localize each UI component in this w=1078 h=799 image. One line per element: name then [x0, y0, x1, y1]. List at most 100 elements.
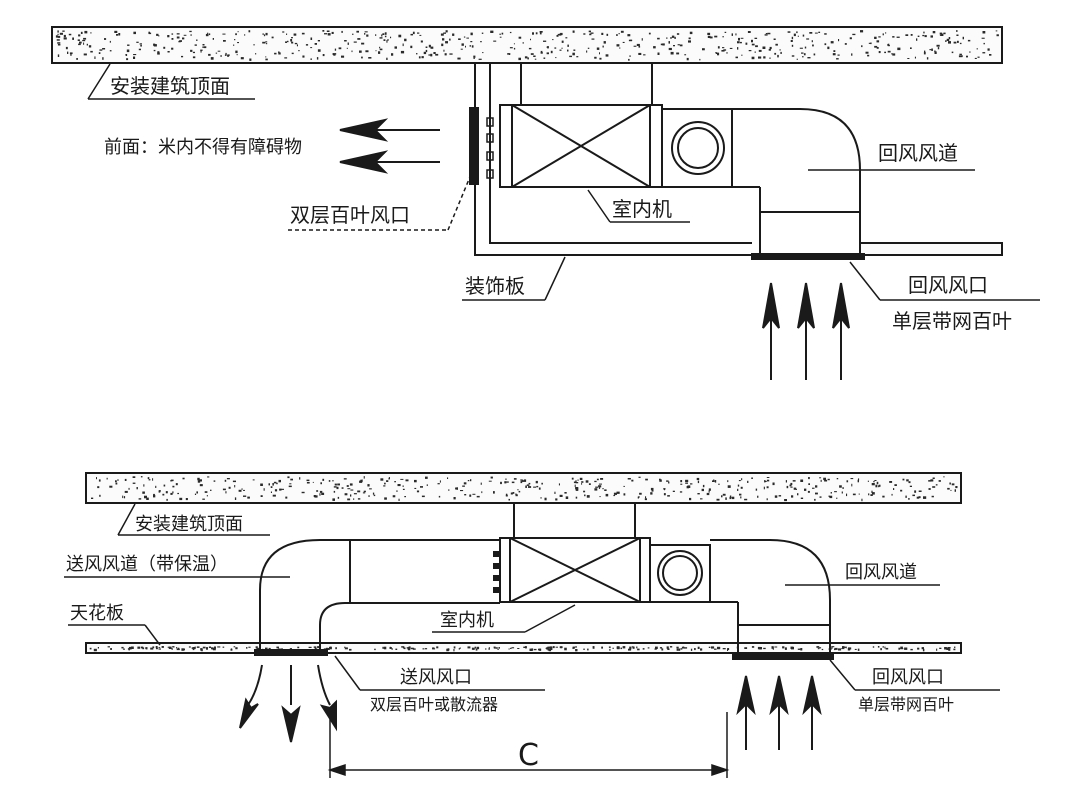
speckle-dot — [143, 484, 145, 487]
speckle-dot — [921, 647, 924, 650]
speckle-dot — [791, 495, 794, 498]
speckle-dot — [190, 34, 192, 36]
speckle-dot — [589, 33, 592, 36]
bottom-ceiling-label: 安装建筑顶面 — [135, 514, 243, 535]
speckle-dot — [824, 33, 827, 35]
speckle-dot — [158, 648, 161, 650]
speckle-dot — [96, 477, 97, 480]
speckle-dot — [817, 648, 820, 650]
speckle-dot — [363, 476, 365, 479]
speckle-dot — [887, 43, 890, 46]
speckle-dot — [268, 483, 270, 486]
speckle-dot — [707, 32, 711, 35]
speckle-dot — [263, 488, 265, 491]
speckle-dot — [320, 482, 322, 485]
speckle-dot — [156, 33, 159, 36]
bottom-return-arrows — [736, 675, 822, 750]
speckle-dot — [802, 56, 804, 58]
speckle-dot — [917, 35, 920, 37]
speckle-dot — [757, 495, 759, 498]
speckle-dot — [778, 495, 782, 497]
speckle-dot — [555, 498, 558, 501]
speckle-dot — [204, 491, 208, 493]
speckle-dot — [543, 40, 547, 42]
speckle-dot — [400, 478, 404, 480]
speckle-dot — [522, 42, 524, 44]
top-supply-outlet-leader — [288, 171, 473, 231]
speckle-dot — [627, 478, 631, 480]
speckle-dot — [351, 50, 353, 53]
speckle-dot — [724, 31, 727, 33]
speckle-dot — [316, 57, 319, 60]
speckle-dot — [208, 646, 211, 648]
speckle-dot — [394, 481, 396, 483]
speckle-dot — [955, 486, 958, 489]
speckle-dot — [897, 47, 901, 51]
speckle-dot — [908, 481, 911, 484]
speckle-dot — [561, 40, 564, 43]
speckle-dot — [386, 480, 389, 482]
speckle-dot — [237, 42, 239, 44]
speckle-dot — [804, 46, 807, 49]
speckle-dot — [310, 37, 313, 40]
speckle-dot — [982, 52, 986, 54]
speckle-dot — [799, 47, 803, 49]
speckle-dot — [676, 33, 680, 35]
speckle-dot — [510, 492, 513, 495]
speckle-dot — [697, 480, 700, 484]
speckle-dot — [197, 480, 201, 483]
speckle-dot — [153, 493, 155, 497]
speckle-dot — [353, 498, 355, 500]
speckle-dot — [837, 54, 840, 56]
speckle-dot — [538, 487, 541, 490]
speckle-dot — [631, 646, 634, 648]
speckle-dot — [790, 482, 793, 486]
speckle-dot — [148, 31, 150, 34]
speckle-dot — [830, 492, 832, 494]
speckle-dot — [148, 479, 151, 481]
speckle-dot — [493, 491, 495, 494]
speckle-dot — [438, 495, 441, 498]
speckle-dot — [910, 47, 912, 49]
speckle-dot — [594, 480, 597, 483]
speckle-dot — [389, 647, 392, 649]
speckle-dot — [876, 40, 880, 43]
speckle-dot — [947, 487, 950, 490]
speckle-dot — [828, 495, 830, 497]
top-decor-panel — [474, 63, 752, 256]
speckle-dot — [272, 483, 274, 486]
speckle-dot — [299, 477, 301, 480]
speckle-dot — [336, 486, 339, 490]
speckle-dot — [766, 486, 769, 489]
speckle-dot — [722, 47, 725, 49]
speckle-dot — [533, 486, 537, 488]
speckle-dot — [505, 493, 508, 496]
speckle-dot — [654, 648, 657, 650]
speckle-dot — [305, 44, 309, 46]
speckle-dot — [518, 490, 521, 493]
speckle-dot — [176, 648, 180, 651]
speckle-dot — [648, 32, 651, 35]
speckle-dot — [217, 50, 221, 52]
speckle-dot — [666, 646, 669, 649]
speckle-dot — [802, 34, 805, 37]
speckle-dot — [598, 485, 602, 488]
speckle-dot — [622, 41, 625, 43]
speckle-dot — [382, 33, 385, 35]
top-return-outlet-leader — [849, 261, 1040, 301]
speckle-dot — [273, 481, 277, 484]
speckle-dot — [490, 476, 493, 479]
speckle-dot — [765, 33, 768, 34]
speckle-dot — [238, 489, 242, 492]
speckle-dot — [766, 477, 770, 478]
speckle-dot — [462, 485, 465, 487]
speckle-dot — [636, 646, 638, 649]
speckle-dot — [481, 32, 484, 34]
speckle-dot — [289, 483, 292, 485]
speckle-dot — [755, 488, 758, 491]
speckle-dot — [202, 46, 206, 48]
speckle-dot — [816, 646, 820, 648]
speckle-dot — [939, 32, 943, 35]
speckle-dot — [115, 482, 118, 485]
speckle-dot — [317, 646, 320, 649]
